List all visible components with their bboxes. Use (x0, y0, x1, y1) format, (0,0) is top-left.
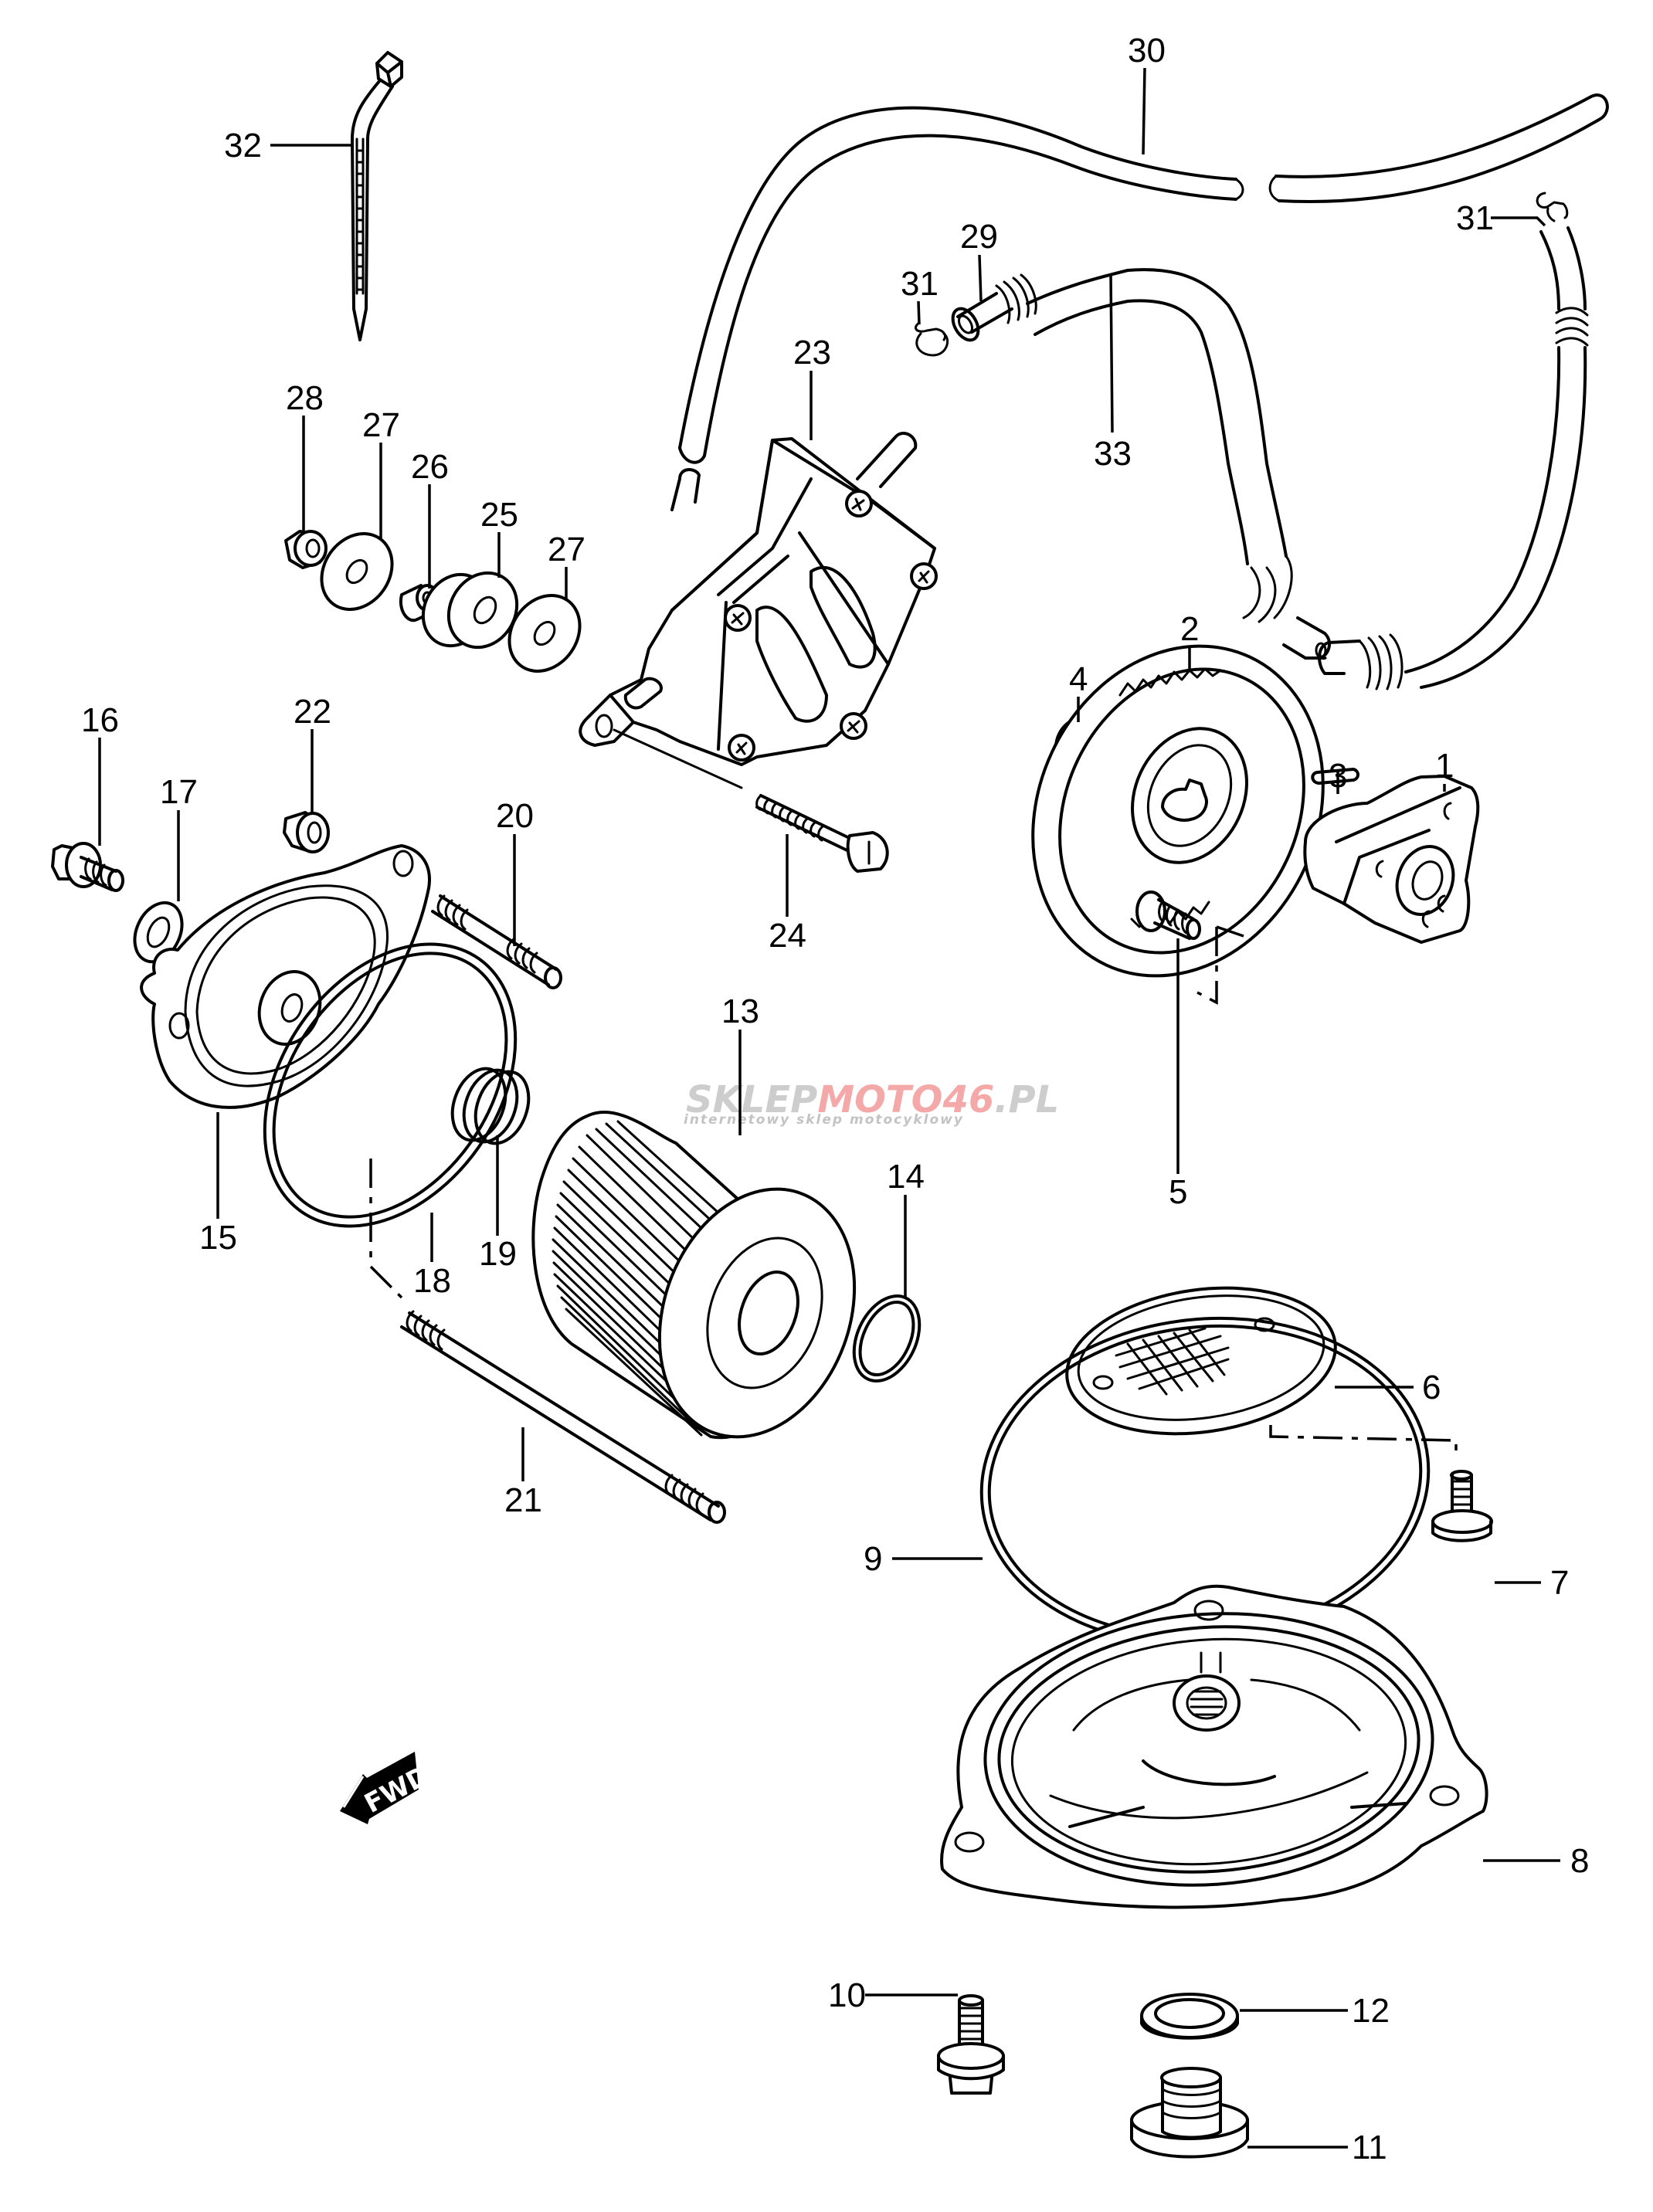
callout-9[interactable]: 9 (864, 1540, 882, 1578)
callout-3[interactable]: 3 (1329, 757, 1347, 795)
part-16-bolt[interactable] (51, 842, 124, 892)
part-29-hose[interactable] (948, 273, 1037, 344)
callout-4[interactable]: 4 (1069, 660, 1088, 698)
part-27-washer-a[interactable] (307, 520, 406, 623)
callout-21[interactable]: 21 (504, 1481, 542, 1519)
callout-27b[interactable]: 27 (548, 531, 586, 568)
callout-17[interactable]: 17 (160, 773, 198, 811)
callout-6[interactable]: 6 (1422, 1369, 1441, 1406)
part-27-washer-b[interactable] (495, 582, 594, 684)
part-23-fuel-pump[interactable] (579, 432, 938, 766)
part-14-o-ring[interactable] (841, 1285, 932, 1391)
callout-33[interactable]: 33 (1094, 435, 1132, 473)
callout-25[interactable]: 25 (480, 496, 518, 534)
callout-22[interactable]: 22 (294, 693, 331, 731)
part-24-bolt[interactable] (613, 728, 889, 873)
callout-13[interactable]: 13 (721, 992, 759, 1030)
callout-30[interactable]: 30 (1128, 32, 1166, 70)
fwd-direction-arrow: FWD (340, 1752, 435, 1824)
part-11-drain-plug[interactable] (1130, 2067, 1249, 2159)
callout-29[interactable]: 29 (960, 218, 998, 256)
part-32-clamp-band[interactable] (351, 51, 403, 341)
part-22-nut[interactable] (283, 811, 330, 853)
part-20-stud[interactable] (431, 894, 562, 989)
callout-11[interactable]: 11 (1352, 2129, 1387, 2166)
part-7-screw[interactable] (1269, 1425, 1493, 1542)
part-3-pin[interactable] (1311, 768, 1359, 785)
callout-18[interactable]: 18 (413, 1262, 451, 1300)
callout-28[interactable]: 28 (286, 379, 324, 417)
leader-lines (98, 67, 1560, 2149)
part-5-screw[interactable] (1135, 891, 1244, 1005)
part-19-spring[interactable] (443, 1061, 538, 1151)
part-6-oil-strainer[interactable] (1057, 1272, 1345, 1450)
callout-labels: 30 32 31 29 31 23 33 28 27 26 25 27 2 4 … (81, 32, 1589, 2166)
callout-14[interactable]: 14 (887, 1158, 925, 1196)
part-30-hose[interactable] (678, 93, 1609, 464)
callout-19[interactable]: 19 (479, 1235, 517, 1273)
callout-2[interactable]: 2 (1180, 610, 1199, 648)
svg-text:SKLEPMOTO46.PL: SKLEPMOTO46.PL (686, 1078, 1059, 1121)
part-17-washer[interactable] (126, 895, 192, 969)
part-15-oil-filter-cap[interactable] (140, 844, 431, 1109)
callout-23[interactable]: 23 (793, 334, 831, 371)
watermark-tagline: internetowy sklep motocyklowy (684, 1112, 964, 1128)
part-25-cushion[interactable] (410, 561, 530, 660)
part-33-hose[interactable] (1026, 268, 1331, 660)
part-31-clamp-right[interactable] (1536, 192, 1569, 222)
part-1-oil-pump[interactable] (1303, 775, 1480, 944)
callout-31-mid[interactable]: 31 (901, 265, 939, 303)
callout-16[interactable]: 16 (81, 701, 119, 739)
part-28-nut[interactable] (284, 530, 328, 569)
callout-26[interactable]: 26 (411, 448, 449, 486)
callout-5[interactable]: 5 (1169, 1173, 1187, 1211)
watermark: SKLEPMOTO46.PL internetowy sklep motocyk… (684, 1078, 1059, 1128)
watermark-sklep: SKLEP (686, 1078, 817, 1121)
watermark-46: 46 (942, 1078, 994, 1121)
part-2-driven-gear[interactable] (980, 599, 1376, 1024)
part-10-bolt[interactable] (937, 1994, 1005, 2095)
callout-8[interactable]: 8 (1570, 1842, 1589, 1880)
callout-12[interactable]: 12 (1352, 1992, 1390, 2030)
watermark-moto: MOTO (817, 1078, 942, 1121)
callout-20[interactable]: 20 (496, 797, 534, 835)
part-33-hose-right-section[interactable] (1318, 226, 1589, 690)
callout-32[interactable]: 32 (224, 127, 262, 165)
part-8-oil-pan[interactable] (940, 1584, 1488, 1909)
callout-7[interactable]: 7 (1550, 1564, 1569, 1602)
callout-1[interactable]: 1 (1435, 747, 1454, 785)
callout-27a[interactable]: 27 (362, 406, 400, 444)
callout-24[interactable]: 24 (769, 917, 806, 955)
part-31-clamp-mid[interactable] (915, 321, 949, 357)
callout-10[interactable]: 10 (828, 1976, 866, 2014)
callout-15[interactable]: 15 (199, 1219, 237, 1257)
callout-31-top[interactable]: 31 (1456, 199, 1494, 237)
watermark-pl: .PL (994, 1078, 1059, 1121)
part-13-oil-filter[interactable] (531, 1110, 888, 1464)
part-12-gasket[interactable] (1140, 1993, 1239, 2040)
part-21-stud[interactable] (369, 1159, 726, 1524)
